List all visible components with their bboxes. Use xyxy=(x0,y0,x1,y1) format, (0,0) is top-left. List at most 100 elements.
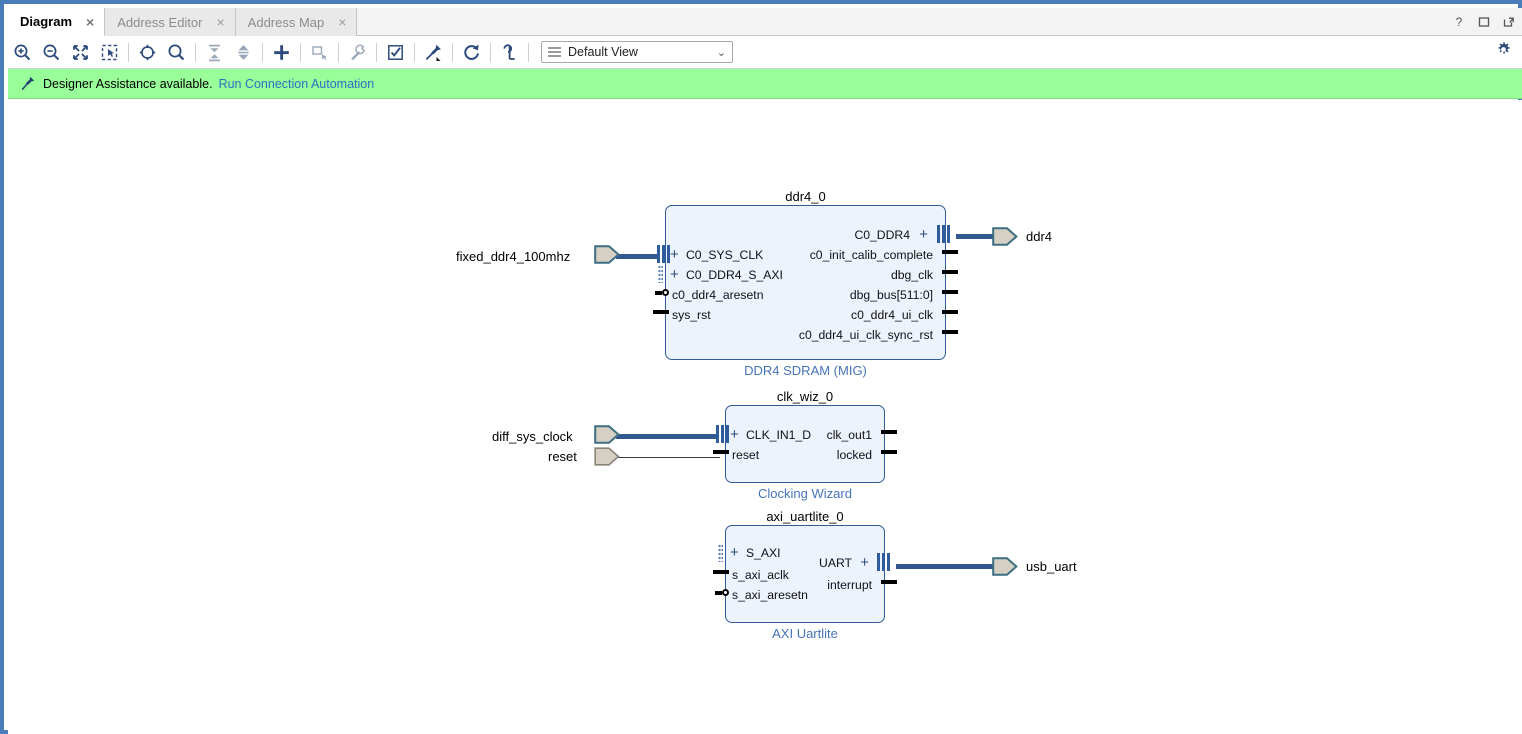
block-clk-wiz-0-vlnv: Clocking Wizard xyxy=(758,486,852,501)
wire-reset xyxy=(616,456,720,458)
add-module-icon[interactable] xyxy=(307,40,332,65)
zoom-out-icon[interactable] xyxy=(39,40,64,65)
pin-label-interrupt: interrupt xyxy=(827,578,872,592)
bus-stub-uart xyxy=(877,553,890,571)
pin-label-dbg-clk: dbg_clk xyxy=(890,268,933,282)
add-ip-icon[interactable] xyxy=(269,40,294,65)
tab-address-map[interactable]: Address Map × xyxy=(235,8,358,36)
bus-stub-s-axi xyxy=(718,544,723,562)
pin-label-s-axi-aresetn: s_axi_aresetn xyxy=(732,588,808,602)
run-connection-automation-link[interactable]: Run Connection Automation xyxy=(218,76,375,91)
validate-design-icon[interactable] xyxy=(383,40,408,65)
pin-stub-s-axi-aresetn xyxy=(715,589,729,596)
optimize-routing-icon[interactable] xyxy=(497,40,522,65)
expand-icon-s-axi[interactable]: + xyxy=(730,544,739,561)
tab-diagram-close-icon[interactable]: × xyxy=(86,13,95,30)
pin-label-c0-init-calib-complete: c0_init_calib_complete xyxy=(809,248,933,262)
pin-label-clk-in1-d: CLK_IN1_D xyxy=(746,428,812,442)
search-icon[interactable] xyxy=(164,40,189,65)
tab-bar: Diagram × Address Editor × Address Map ×… xyxy=(8,8,1522,36)
bus-stub-c0-ddr4 xyxy=(937,225,950,243)
block-ddr4-0[interactable]: ddr4_0 DDR4 SDRAM (MIG) + C0_SYS_CLK + C… xyxy=(653,189,958,385)
toolbar-separator xyxy=(338,42,339,62)
toolbar-separator xyxy=(528,42,529,62)
expand-icon-c0-sys-clk[interactable]: + xyxy=(670,246,679,263)
toolbar-separator xyxy=(128,42,129,62)
pin-icon[interactable] xyxy=(421,40,446,65)
pin-label-s-axi: S_AXI xyxy=(746,546,781,560)
help-icon[interactable]: ? xyxy=(1452,15,1466,29)
pin-label-c0-ddr4: C0_DDR4 xyxy=(854,228,910,242)
block-axi-uartlite-0-body[interactable] xyxy=(725,525,885,623)
gear-icon[interactable] xyxy=(1495,41,1512,63)
tab-list: Diagram × Address Editor × Address Map × xyxy=(8,8,358,36)
tab-address-editor-close-icon[interactable]: × xyxy=(216,14,225,30)
fit-selection-icon[interactable] xyxy=(135,40,160,65)
refresh-icon[interactable] xyxy=(459,40,484,65)
collapse-all-icon[interactable] xyxy=(202,40,227,65)
pin-label-reset: reset xyxy=(732,448,760,462)
zoom-in-icon[interactable] xyxy=(10,40,35,65)
external-port-fixed-ddr4-100mhz[interactable] xyxy=(594,245,620,264)
wire-fixed-ddr4-100mhz xyxy=(616,254,658,259)
diagram-canvas[interactable]: fixed_ddr4_100mhz ddr4_0 DDR4 SDRAM (MIG… xyxy=(8,100,1522,734)
external-port-usb-uart[interactable] xyxy=(992,557,1018,576)
tab-diagram[interactable]: Diagram × xyxy=(8,8,106,36)
pin-label-c0-ddr4-aresetn: c0_ddr4_aresetn xyxy=(672,288,764,302)
pin-stub-c0-ddr4-aresetn xyxy=(655,289,669,296)
expand-icon-c0-ddr4[interactable]: + xyxy=(919,226,928,243)
pin-stub-reset xyxy=(713,450,729,454)
block-axi-uartlite-0-instance-name: axi_uartlite_0 xyxy=(766,509,844,524)
block-ddr4-0-vlnv: DDR4 SDRAM (MIG) xyxy=(744,363,867,378)
banner-text: Designer Assistance available. xyxy=(43,76,213,91)
pin-stub-s-axi-aclk xyxy=(713,570,729,574)
customize-block-icon[interactable] xyxy=(345,40,370,65)
tab-address-map-close-icon[interactable]: × xyxy=(338,14,347,30)
external-port-diff-sys-clock[interactable] xyxy=(594,425,620,444)
toolbar-separator xyxy=(452,42,453,62)
block-clk-wiz-0[interactable]: clk_wiz_0 Clocking Wizard + CLK_IN1_D re… xyxy=(713,389,897,510)
window-controls: ? xyxy=(1452,8,1516,36)
designer-assistance-banner: Designer Assistance available. Run Conne… xyxy=(8,69,1522,99)
block-clk-wiz-0-instance-name: clk_wiz_0 xyxy=(776,389,834,404)
bus-stub-c0-ddr4-s-axi xyxy=(658,265,663,283)
external-port-label-reset: reset xyxy=(548,449,577,464)
tab-address-map-label: Address Map xyxy=(247,14,325,30)
float-window-icon[interactable] xyxy=(1502,15,1516,29)
pin-stub-c0-ddr4-ui-clk-sync-rst xyxy=(942,330,958,334)
pin-icon xyxy=(21,76,35,91)
expand-all-icon[interactable] xyxy=(231,40,256,65)
external-port-label-fixed-ddr4-100mhz: fixed_ddr4_100mhz xyxy=(456,249,571,264)
external-port-ddr4[interactable] xyxy=(992,227,1018,246)
expand-icon-uart[interactable]: + xyxy=(860,554,869,571)
zoom-area-icon[interactable] xyxy=(97,40,122,65)
zoom-fit-icon[interactable] xyxy=(68,40,93,65)
block-axi-uartlite-0-vlnv: AXI Uartlite xyxy=(772,626,838,641)
toolbar-separator xyxy=(490,42,491,62)
block-clk-wiz-0-body[interactable] xyxy=(725,405,885,483)
wire-c0-ddr4 xyxy=(956,234,994,239)
tab-address-editor-label: Address Editor xyxy=(117,14,203,30)
external-port-label-ddr4: ddr4 xyxy=(1026,229,1053,244)
chevron-down-icon: ⌄ xyxy=(716,46,726,59)
pin-label-c0-sys-clk: C0_SYS_CLK xyxy=(686,248,764,262)
tab-address-editor[interactable]: Address Editor × xyxy=(105,8,236,36)
block-ddr4-0-body[interactable] xyxy=(665,205,946,360)
maximize-icon[interactable] xyxy=(1477,15,1491,29)
wire-uart xyxy=(896,564,994,569)
pin-stub-sys-rst xyxy=(653,310,669,314)
external-port-reset[interactable] xyxy=(594,447,620,466)
block-axi-uartlite-0[interactable]: axi_uartlite_0 AXI Uartlite + S_AXI s_ax… xyxy=(713,509,897,650)
wire-diff-sys-clock xyxy=(616,434,716,439)
pin-label-s-axi-aclk: s_axi_aclk xyxy=(732,568,789,582)
expand-icon-clk-in1-d[interactable]: + xyxy=(730,426,739,443)
pin-label-c0-ddr4-ui-clk: c0_ddr4_ui_clk xyxy=(851,308,933,322)
bus-stub-c0-sys-clk xyxy=(657,245,670,263)
pin-label-dbg-bus: dbg_bus[511:0] xyxy=(849,288,933,302)
toolbar-separator xyxy=(195,42,196,62)
expand-icon-c0-ddr4-s-axi[interactable]: + xyxy=(670,266,679,283)
pin-label-uart: UART xyxy=(819,556,852,570)
view-select[interactable]: Default View ⌄ xyxy=(541,41,733,63)
pin-stub-locked xyxy=(881,450,897,454)
